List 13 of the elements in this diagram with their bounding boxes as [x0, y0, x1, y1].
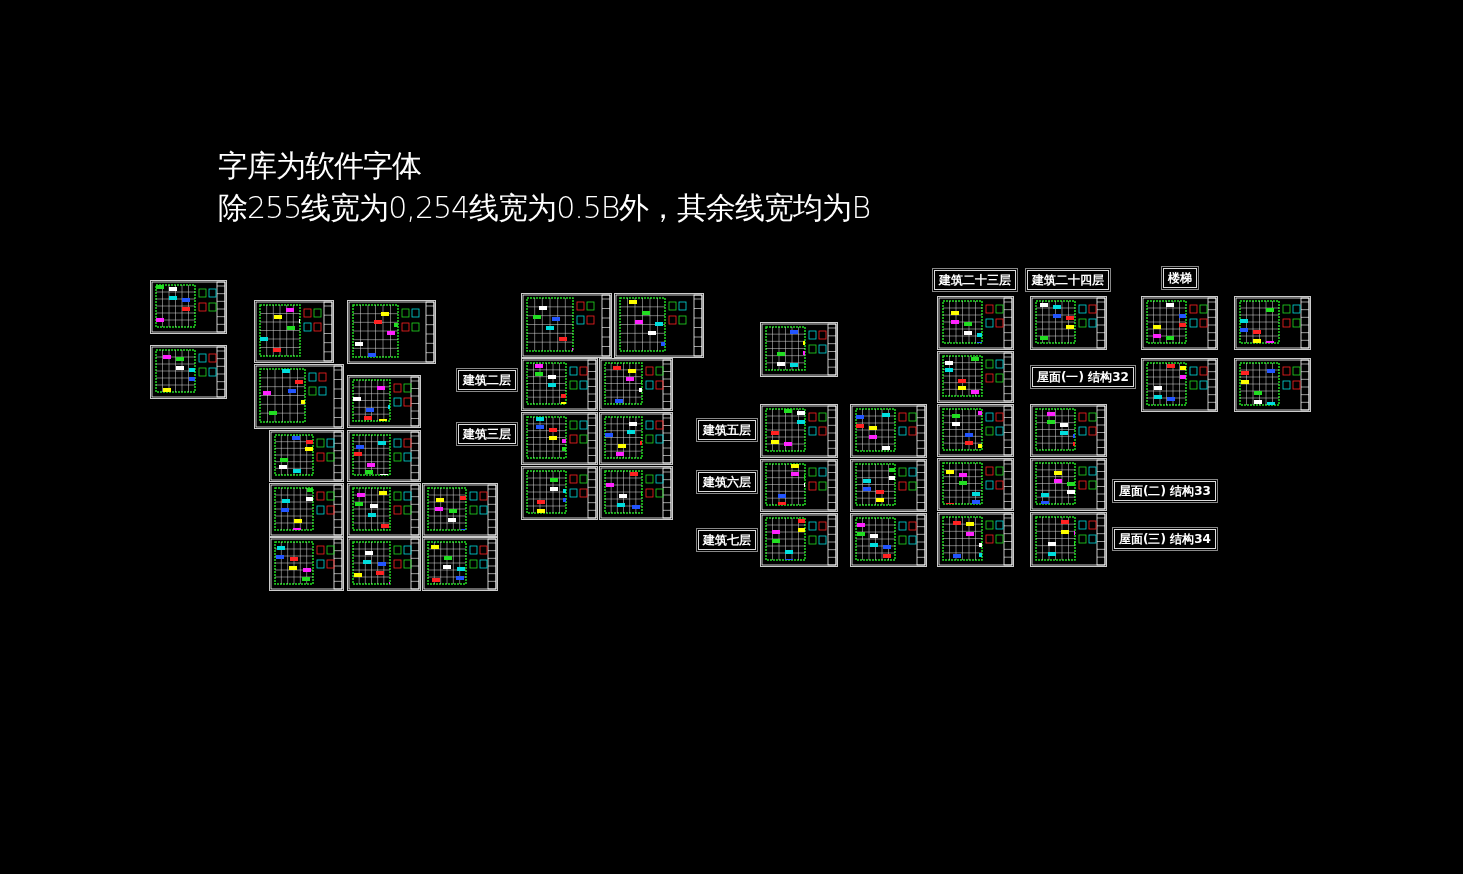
note-text: 除255线宽为0,254线宽为0.5B外，其余线宽均为B [218, 189, 871, 227]
boxed-label: 屋面(一) 结构32 [1032, 367, 1134, 387]
boxed-label: 建筑二层 [458, 370, 516, 390]
note-text: 字库为软件字体 [218, 147, 421, 185]
boxed-label: 建筑二十三层 [934, 270, 1016, 290]
boxed-label: 屋面(二) 结构33 [1114, 481, 1216, 501]
boxed-label: 楼梯 [1163, 268, 1197, 288]
boxed-label: 屋面(三) 结构34 [1114, 529, 1216, 549]
boxed-label: 建筑二十四层 [1027, 270, 1109, 290]
boxed-label: 建筑五层 [698, 420, 756, 440]
boxed-label: 建筑三层 [458, 424, 516, 444]
boxed-label: 建筑六层 [698, 472, 756, 492]
boxed-label: 建筑七层 [698, 530, 756, 550]
